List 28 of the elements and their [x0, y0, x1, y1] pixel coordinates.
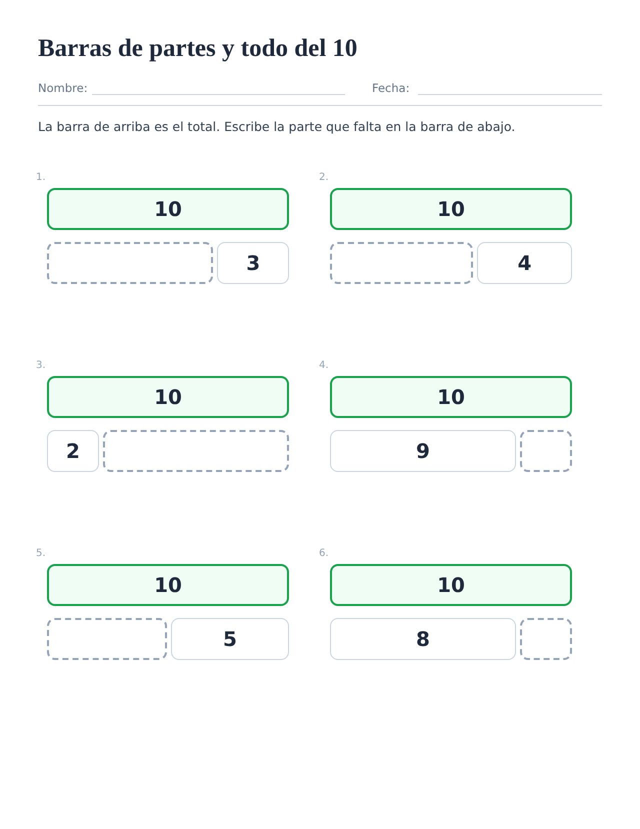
answer-box	[330, 242, 474, 284]
whole-bar: 10	[47, 376, 289, 418]
problem-number: 3.	[36, 360, 46, 372]
answer-box	[103, 430, 289, 472]
whole-bar: 10	[330, 564, 572, 606]
whole-bar: 10	[47, 564, 289, 606]
problem-number: 6.	[319, 548, 329, 560]
part-bar: 3	[217, 242, 289, 284]
name-label: Nombre:	[38, 81, 88, 95]
date-label: Fecha:	[372, 81, 410, 95]
part-bar: 2	[47, 430, 99, 472]
problem-number: 2.	[319, 172, 329, 184]
problem-number: 4.	[319, 360, 329, 372]
whole-bar: 10	[330, 188, 572, 230]
instruction-text: La barra de arriba es el total. Escribe la parte que falta en la barra de abajo.	[38, 119, 516, 135]
part-bar: 4	[477, 242, 572, 284]
whole-bar: 10	[47, 188, 289, 230]
answer-box	[47, 618, 167, 660]
whole-bar: 10	[330, 376, 572, 418]
answer-box	[47, 242, 214, 284]
problem-number: 5.	[36, 548, 46, 560]
problem-number: 1.	[36, 172, 46, 184]
answer-box	[520, 618, 572, 660]
part-bar: 8	[330, 618, 516, 660]
part-bar: 9	[330, 430, 516, 472]
worksheet-title: Barras de partes y todo del 10	[38, 34, 358, 64]
part-bar: 5	[171, 618, 289, 660]
answer-box	[520, 430, 572, 472]
